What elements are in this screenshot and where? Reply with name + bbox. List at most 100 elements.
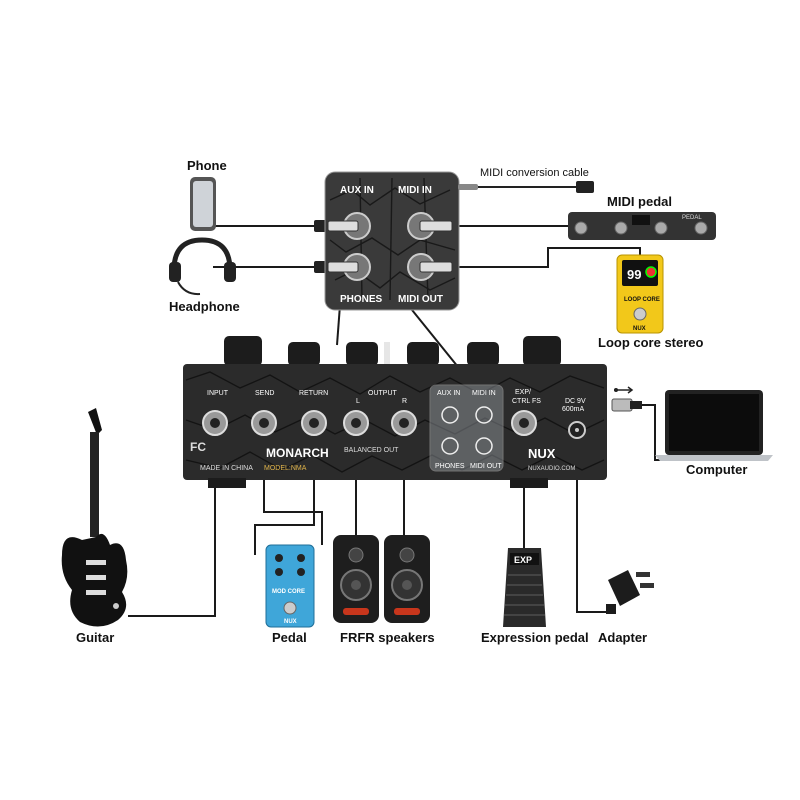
port-label-dc-2: 600mA xyxy=(562,406,585,413)
adapter-device: Adapter xyxy=(598,570,654,645)
mod-knob-1[interactable] xyxy=(275,554,283,562)
headphone-device: Headphone xyxy=(169,237,330,314)
laptop-icon xyxy=(655,390,773,461)
io-inset-panel: AUX IN MIDI IN PHONES MIDI OUT xyxy=(324,171,460,311)
jack-output-l[interactable] xyxy=(343,410,369,436)
headphone-icon xyxy=(169,237,236,296)
device-aux-in-label: AUX IN xyxy=(437,390,460,397)
midi-footswitch-1[interactable] xyxy=(574,221,588,235)
phone-device: Phone xyxy=(187,158,330,232)
port-label-send: SEND xyxy=(255,390,274,397)
port-label-output-r: R xyxy=(402,398,407,405)
knob-2[interactable] xyxy=(288,342,320,366)
fcc-mark: FC xyxy=(190,440,206,454)
inset-jack-midi-out[interactable] xyxy=(407,253,453,281)
mod-knob-4[interactable] xyxy=(297,568,305,576)
inset-jack-midi-in[interactable] xyxy=(407,212,453,240)
midi-pedal-text: PEDAL xyxy=(682,215,702,221)
jack-return[interactable] xyxy=(301,410,327,436)
jack-exp-ctrl[interactable] xyxy=(511,410,537,436)
headphone-label: Headphone xyxy=(169,299,240,314)
pedal-label: Pedal xyxy=(272,630,307,645)
mod-knob-3[interactable] xyxy=(275,568,283,576)
inset-aux-in-label: AUX IN xyxy=(340,185,374,196)
midi-footswitch-3[interactable] xyxy=(654,221,668,235)
phone-label: Phone xyxy=(187,158,227,173)
made-in-label: MADE IN CHINA xyxy=(200,465,253,472)
guitar-icon xyxy=(61,408,128,627)
inset-midi-out-label: MIDI OUT xyxy=(398,294,443,305)
loop-core-display xyxy=(622,260,658,286)
device-jacks xyxy=(202,410,586,439)
device-logo: NUX xyxy=(528,446,556,461)
mod-core-footswitch[interactable] xyxy=(283,601,297,615)
loop-core-display-value: 99 xyxy=(627,267,641,282)
loop-core-label: Loop core stereo xyxy=(598,335,704,350)
inset-jack-phones[interactable] xyxy=(327,253,371,281)
cable-adapter xyxy=(576,448,610,613)
knob-3[interactable] xyxy=(346,342,378,366)
midi-footswitch-2[interactable] xyxy=(614,221,628,235)
midi-footswitch-4[interactable] xyxy=(694,221,708,235)
port-label-input: INPUT xyxy=(207,390,229,397)
jack-output-r[interactable] xyxy=(391,410,417,436)
frfr-speakers-label: FRFR speakers xyxy=(340,630,435,645)
port-label-output: OUTPUT xyxy=(368,390,398,397)
knob-6[interactable] xyxy=(523,336,561,366)
computer-label: Computer xyxy=(686,462,747,477)
loop-core-footswitch[interactable] xyxy=(633,307,647,321)
knob-5[interactable] xyxy=(467,342,499,366)
inset-phones-label: PHONES xyxy=(340,294,383,305)
usb-icon xyxy=(614,386,634,394)
midi-pedal-label: MIDI pedal xyxy=(607,194,672,209)
speaker-right-icon xyxy=(384,535,430,623)
device-branding: FC MADE IN CHINA MONARCH MODEL:NMA BALAN… xyxy=(190,440,575,472)
mod-knob-2[interactable] xyxy=(297,554,305,562)
mod-core-pedal: MOD CORE NUX Pedal xyxy=(265,544,315,645)
jack-dc[interactable] xyxy=(568,421,586,439)
knob-1[interactable] xyxy=(224,336,262,366)
cable-midiout-loopcore xyxy=(452,247,641,268)
device-io-highlight: AUX IN MIDI IN PHONES MIDI OUT xyxy=(429,384,504,472)
port-label-exp-1: EXP/ xyxy=(515,389,531,396)
device-website: NUXAUDIO.COM xyxy=(528,466,575,472)
midi-cable-label: MIDI conversion cable xyxy=(480,167,589,179)
device-brand: MONARCH xyxy=(266,446,329,460)
loop-core-brand: NUX xyxy=(633,326,646,332)
device-midi-out-label: MIDI OUT xyxy=(470,463,502,470)
computer-device: Computer xyxy=(611,386,773,477)
power-adapter-icon xyxy=(606,570,654,614)
inset-midi-in-label: MIDI IN xyxy=(398,185,432,196)
mod-core-brand: NUX xyxy=(284,619,297,625)
knob-4[interactable] xyxy=(407,342,439,366)
monarch-device: INPUT SEND RETURN OUTPUT L R EXP/ CTRL F… xyxy=(183,336,607,488)
exp-pedal-text: EXP xyxy=(514,555,532,565)
speaker-left-icon xyxy=(333,535,379,623)
guitar-device: Guitar xyxy=(61,408,128,645)
cable-zoom-left xyxy=(336,304,341,346)
jack-send[interactable] xyxy=(251,410,277,436)
loop-core-pedal: 99 LOOP CORE NUX Loop core stereo xyxy=(598,254,704,350)
jack-input[interactable] xyxy=(202,410,228,436)
loop-core-name: LOOP CORE xyxy=(624,297,660,303)
frfr-speakers: FRFR speakers xyxy=(333,535,435,645)
port-labels: INPUT SEND RETURN OUTPUT L R EXP/ CTRL F… xyxy=(207,389,586,413)
inset-jack-aux[interactable] xyxy=(327,212,371,240)
cable-guitar-input xyxy=(128,440,216,617)
port-label-exp-2: CTRL FS xyxy=(512,398,541,405)
guitar-label: Guitar xyxy=(76,630,114,645)
adapter-label: Adapter xyxy=(598,630,647,645)
port-label-return: RETURN xyxy=(299,390,328,397)
midi-din-connector-icon xyxy=(576,181,594,193)
expression-pedal-label: Expression pedal xyxy=(481,630,589,645)
midi-pedal-device: MIDI pedal PEDAL xyxy=(568,194,716,240)
top-knobs xyxy=(224,336,561,366)
mod-core-name: MOD CORE xyxy=(272,589,305,595)
cable-return-pedal xyxy=(254,440,315,555)
expression-pedal-icon[interactable]: EXP xyxy=(503,548,546,627)
expression-pedal-device: EXP Expression pedal xyxy=(481,548,589,645)
balanced-out-label: BALANCED OUT xyxy=(344,447,399,454)
port-label-output-l: L xyxy=(356,398,360,405)
device-model: MODEL:NMA xyxy=(264,465,307,472)
